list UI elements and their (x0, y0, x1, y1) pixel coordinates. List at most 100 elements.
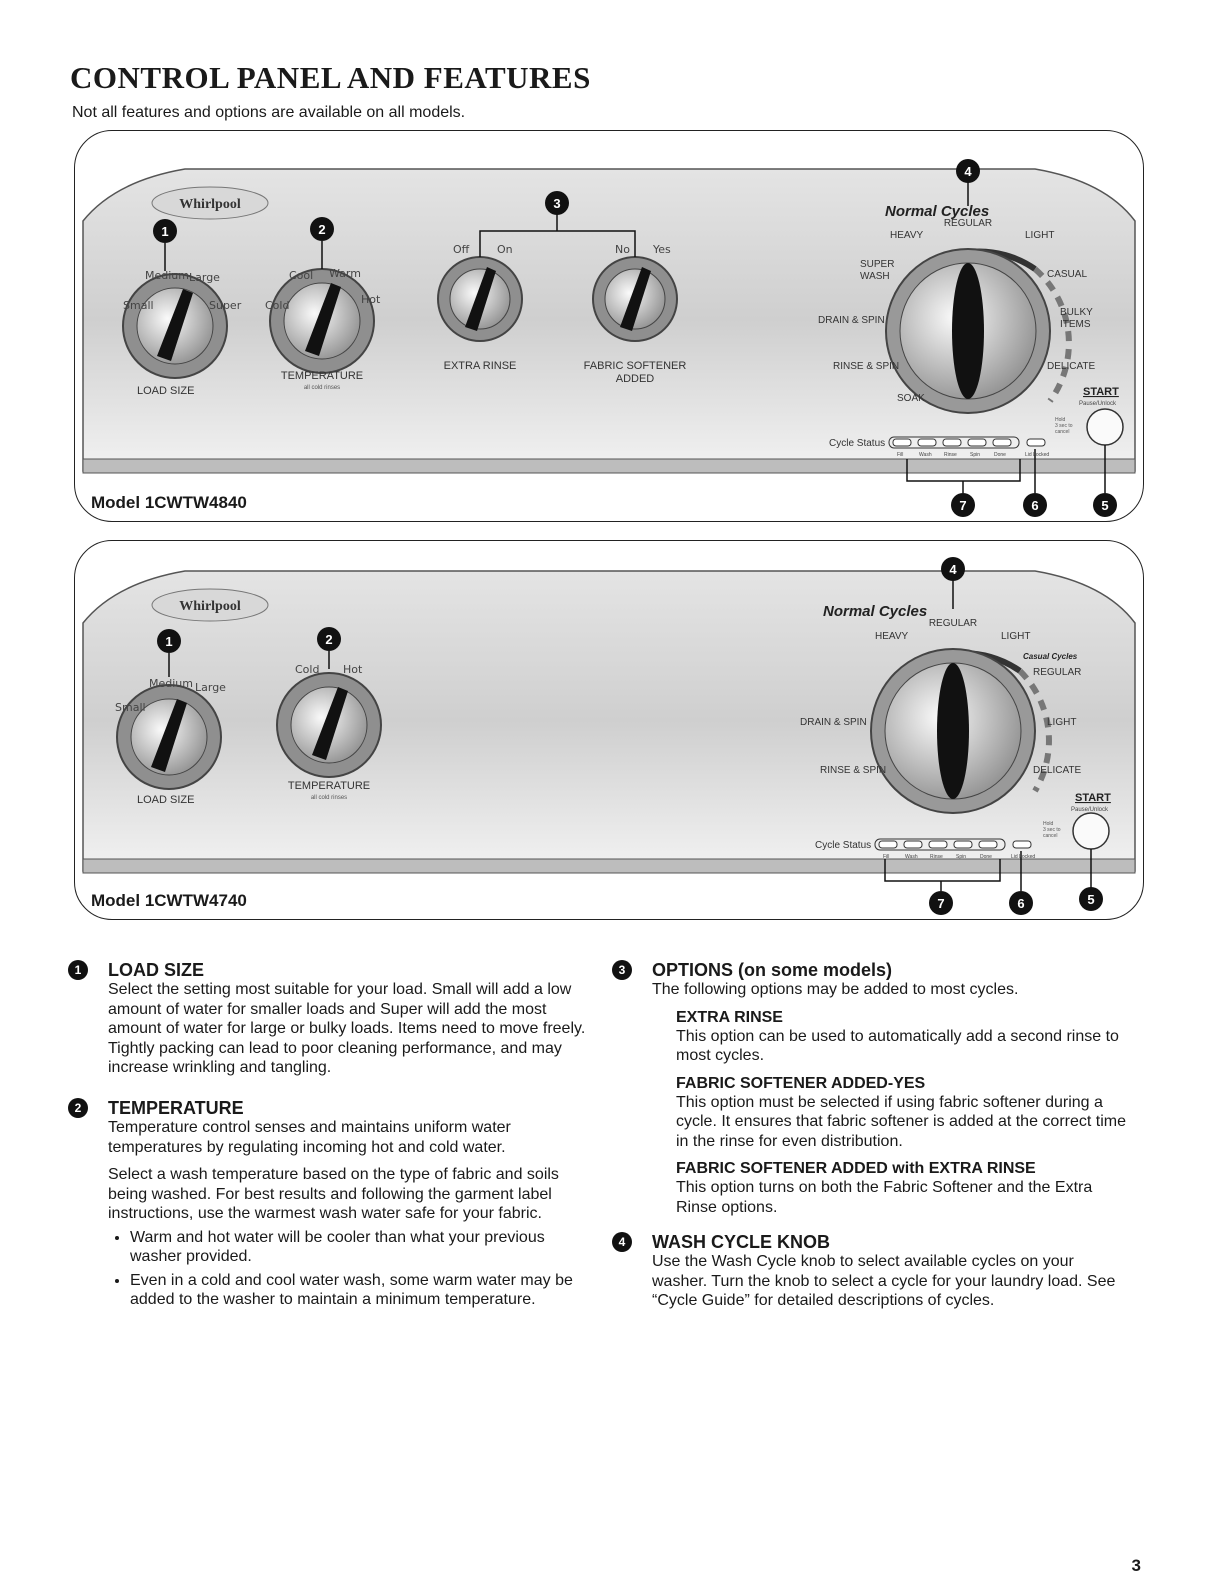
svg-text:7: 7 (959, 498, 966, 513)
svg-text:2: 2 (318, 222, 325, 237)
temp-cool-label: Cool (289, 269, 313, 282)
callout-badge: 5 (1093, 493, 1117, 517)
callout-badge: 6 (1009, 891, 1033, 915)
callout-badge: 7 (951, 493, 975, 517)
casual-cycles-label: Casual Cycles (1023, 652, 1078, 661)
control-panel-figure-2: Whirlpool Small Medium Large LOAD SIZE C… (74, 540, 1144, 920)
load-size-knob-1[interactable] (122, 273, 228, 379)
page-number: 3 (1131, 1556, 1141, 1575)
svg-text:1: 1 (161, 224, 168, 239)
status-done: Done (994, 452, 1006, 458)
temperature-knob-2[interactable] (276, 672, 382, 778)
hold-label-1b: 3 sec to (1055, 423, 1073, 429)
load-large-label-2: Large (195, 681, 226, 694)
temperature-sub-1: all cold rinses (304, 385, 340, 391)
normal-cycles-label-2: Normal Cycles (823, 603, 927, 620)
off-label: Off (453, 243, 470, 256)
load-size-knob-2[interactable] (116, 684, 222, 790)
hold-label-1c: cancel (1055, 429, 1069, 435)
section-heading: WASH CYCLE KNOB (652, 1232, 831, 1252)
pause-unlock-label-2: Pause/Unlock (1071, 807, 1109, 813)
svg-text:5: 5 (1101, 498, 1108, 513)
cycle-light-2: LIGHT (1001, 631, 1030, 642)
fabric-softener-knob[interactable] (592, 256, 678, 342)
hold-label-2a: Hold (1043, 821, 1054, 827)
cycle-super-wash-2: WASH (860, 271, 890, 282)
svg-text:1: 1 (165, 634, 172, 649)
cycle-super-wash-1: SUPER (860, 259, 894, 270)
bullet-list: Warm and hot water will be cooler than w… (108, 1228, 586, 1310)
temp-cold-label-2: Cold (295, 663, 319, 676)
section-number-badge: 4 (612, 1232, 632, 1252)
section-text: Select the setting most suitable for you… (108, 981, 586, 1076)
status-fill-2: Fill (883, 854, 889, 860)
section-load-size: 1 LOAD SIZE Select the setting most suit… (68, 960, 586, 1078)
section-heading: TEMPERATURE (108, 1098, 244, 1118)
wash-cycle-knob-2[interactable] (870, 648, 1036, 814)
brand-logo-2: Whirlpool (179, 599, 241, 614)
list-item: Even in a cold and cool water wash, some… (130, 1271, 586, 1310)
callout-badge: 1 (153, 219, 177, 243)
status-rinse: Rinse (944, 452, 957, 458)
cycle-delicate: DELICATE (1047, 361, 1095, 372)
temperature-knob-1[interactable] (269, 268, 375, 374)
svg-text:7: 7 (937, 896, 944, 911)
cycle-status-label-2: Cycle Status (815, 840, 871, 851)
load-large-label: Large (189, 271, 220, 284)
status-wash: Wash (919, 452, 932, 458)
extra-rinse-knob[interactable] (437, 256, 523, 342)
start-button-1[interactable] (1086, 408, 1124, 446)
svg-text:5: 5 (1087, 892, 1094, 907)
svg-text:2: 2 (325, 632, 332, 647)
start-label-2: START (1075, 792, 1111, 804)
cycle-status-lights-1 (888, 436, 1046, 449)
status-wash-2: Wash (905, 854, 918, 860)
cycle-soak: SOAK (897, 393, 925, 404)
cycle-light: LIGHT (1025, 230, 1054, 241)
hold-label-2b: 3 sec to (1043, 827, 1061, 833)
section-heading: OPTIONS (on some models) (652, 960, 893, 980)
section-wash-cycle: 4 WASH CYCLE KNOB Use the Wash Cycle kno… (612, 1232, 1130, 1311)
load-small-label-2: Small (115, 701, 146, 714)
section-options: 3 OPTIONS (on some models) The following… (612, 960, 1130, 1217)
option-heading: FABRIC SOFTENER ADDED with EXTRA RINSE (676, 1160, 1036, 1177)
temperature-label-2: TEMPERATURE (288, 780, 370, 792)
option-text: This option must be selected if using fa… (676, 1093, 1126, 1150)
cycle-rinse-spin-2: RINSE & SPIN (820, 765, 886, 776)
option-text: This option can be used to automatically… (676, 1027, 1119, 1065)
fabric-softener-label-1: FABRIC SOFTENER (584, 360, 687, 372)
svg-text:3: 3 (553, 196, 560, 211)
temp-warm-label: Warm (329, 267, 361, 280)
on-label: On (497, 243, 513, 256)
temperature-sub-2: all cold rinses (311, 795, 347, 801)
panel-illustration-1: Whirlpool Small Medium Large Super LOAD … (82, 159, 1136, 517)
load-size-label-1: LOAD SIZE (137, 385, 194, 397)
cycle-regular-2: REGULAR (929, 618, 977, 629)
svg-text:6: 6 (1031, 498, 1038, 513)
cycle-casual: CASUAL (1047, 269, 1087, 280)
cycle-rinse-spin: RINSE & SPIN (833, 361, 899, 372)
fabric-softener-label-2: ADDED (616, 373, 655, 385)
extra-rinse-label: EXTRA RINSE (444, 360, 517, 372)
callout-badge: 2 (310, 217, 334, 241)
wash-cycle-knob-1[interactable] (885, 248, 1051, 414)
load-size-label-2: LOAD SIZE (137, 794, 194, 806)
cycle-regular: REGULAR (944, 218, 992, 229)
temp-cold-label: Cold (265, 299, 289, 312)
page-subtitle: Not all features and options are availab… (72, 104, 466, 121)
cycle-heavy-2: HEAVY (875, 631, 908, 642)
callout-badge: 1 (157, 629, 181, 653)
cycle-status-lights-2 (874, 838, 1032, 851)
cycle-casual-regular: REGULAR (1033, 667, 1081, 678)
start-button-2[interactable] (1072, 812, 1110, 850)
control-panel-figure-1: Whirlpool Small Medium Large Super LOAD … (74, 130, 1144, 522)
load-medium-label: Medium (145, 269, 189, 282)
cycle-casual-light: LIGHT (1047, 717, 1076, 728)
model-label-2: Model 1CWTW4740 (91, 891, 247, 910)
callout-badge: 3 (545, 191, 569, 215)
start-label-1: START (1083, 386, 1119, 398)
yes-label: Yes (652, 243, 671, 256)
section-text: Use the Wash Cycle knob to select availa… (652, 1253, 1116, 1309)
svg-text:4: 4 (949, 562, 957, 577)
normal-cycles-label-1: Normal Cycles (885, 203, 989, 220)
